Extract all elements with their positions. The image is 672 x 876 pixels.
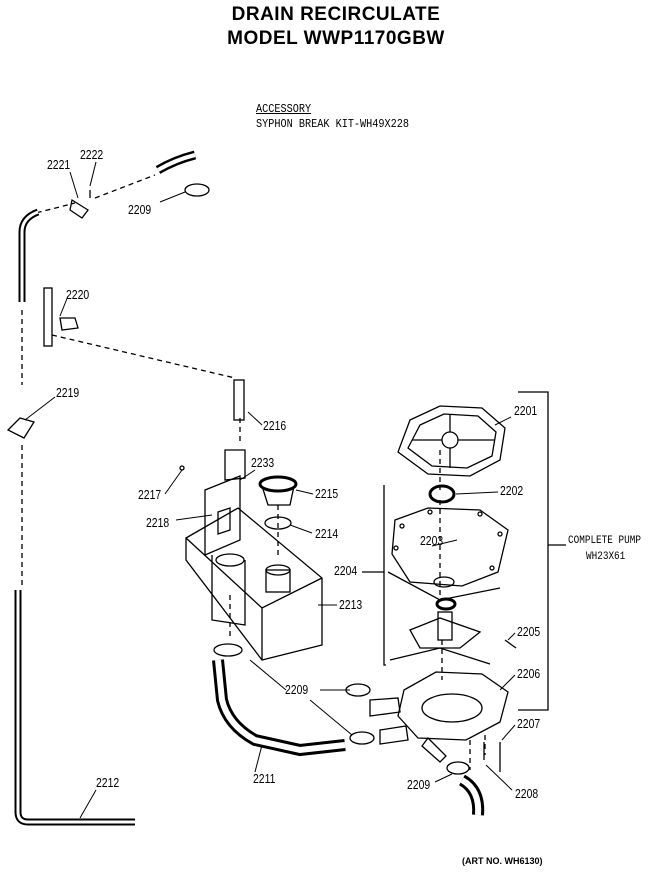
- hose-2212: [14, 590, 135, 826]
- part-label-2218: 2218: [146, 515, 170, 530]
- part-label-2201: 2201: [514, 403, 538, 418]
- part-label-2206: 2206: [517, 666, 541, 681]
- part-label-2209-center: 2209: [285, 682, 309, 697]
- hose-top: [155, 150, 197, 174]
- reservoir-2213: [185, 449, 323, 661]
- clip-2219: [6, 417, 36, 439]
- impeller: [389, 611, 491, 665]
- pump-cover-2201: [397, 405, 506, 477]
- diagram-title: DRAIN RECIRCULATE: [231, 4, 441, 25]
- part-label-2203: 2203: [420, 533, 444, 548]
- part-label-2214: 2214: [315, 526, 339, 541]
- tube-2220: [43, 287, 53, 347]
- routing-lines: [21, 174, 486, 770]
- clamp-2221: [69, 198, 89, 219]
- part-label-2204: 2204: [334, 563, 358, 578]
- gasket-2203: [391, 507, 509, 587]
- part-label-2217: 2217: [138, 487, 162, 502]
- part-label-2220: 2220: [66, 287, 90, 302]
- part-label-2221: 2221: [47, 157, 71, 172]
- pump-bracket: [518, 391, 549, 711]
- part-label-2233: 2233: [251, 455, 275, 470]
- part-label-2211: 2211: [253, 771, 276, 786]
- part-label-2208: 2208: [515, 786, 539, 801]
- cap-2215: [258, 475, 298, 506]
- model-number: MODEL WWP1170GBW: [227, 28, 445, 49]
- tube-2216: [233, 379, 245, 421]
- clamp-2209-top: [184, 183, 210, 197]
- housing-2204: [387, 571, 501, 601]
- part-label-2216: 2216: [263, 418, 287, 433]
- leader-lines: [24, 161, 516, 819]
- complete-pump-label: COMPLETE PUMP: [568, 535, 641, 547]
- part-label-2205: 2205: [517, 624, 541, 639]
- part-label-2215: 2215: [315, 486, 339, 501]
- clamp-2209-left: [213, 643, 243, 657]
- part-label-2212: 2212: [96, 775, 120, 790]
- complete-pump-part-number: WH23X61: [586, 551, 626, 563]
- clamp-2214: [264, 516, 292, 530]
- part-label-2209: 2209: [128, 202, 152, 217]
- screw-2205: [504, 639, 517, 649]
- accessory-kit: SYPHON BREAK KIT-WH49X228: [256, 117, 410, 131]
- part-label-2222: 2222: [80, 147, 104, 162]
- part-label-2202: 2202: [500, 483, 524, 498]
- part-label-2219: 2219: [56, 385, 80, 400]
- hose-2211: [212, 659, 346, 757]
- seal-2202: [428, 484, 456, 504]
- art-number: (ART NO. WH6130): [462, 856, 543, 866]
- part-label-2207: 2207: [517, 716, 541, 731]
- hose-2208: [458, 774, 485, 816]
- hose-upper-left: [18, 208, 40, 302]
- part-label-2213: 2213: [339, 597, 363, 612]
- accessory-heading: ACCESSORY: [256, 102, 312, 116]
- part-label-2209-bottom: 2209: [407, 777, 431, 792]
- lower-housing-2206: [369, 671, 509, 763]
